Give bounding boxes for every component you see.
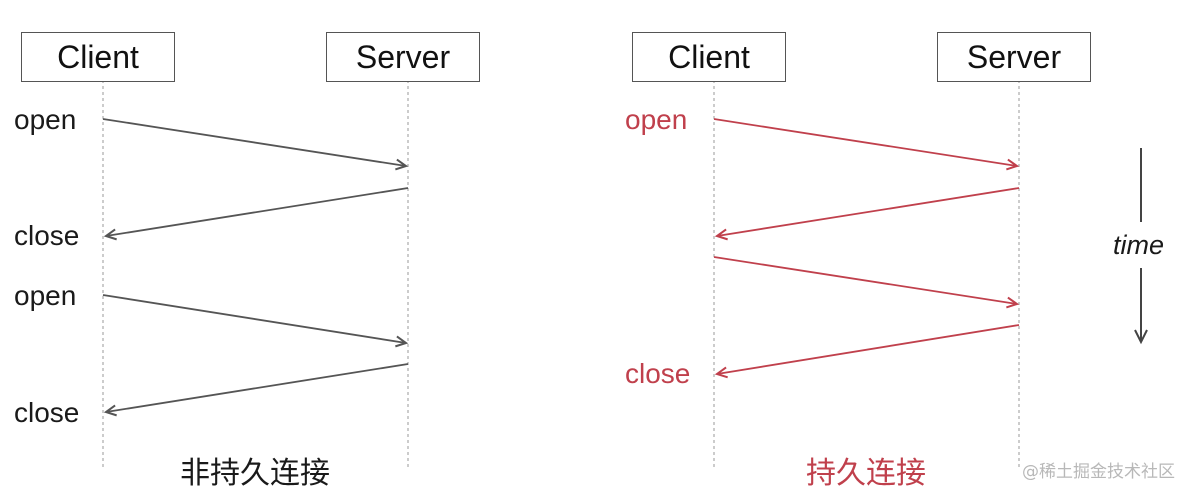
right-client-box: Client bbox=[632, 32, 786, 82]
right-caption: 持久连接 bbox=[806, 456, 926, 491]
left-open-label-1: open bbox=[14, 104, 77, 135]
left-request-arrow-1 bbox=[102, 118, 409, 171]
left-response-arrow-2 bbox=[103, 363, 409, 417]
left-close-label-1: close bbox=[14, 220, 80, 251]
right-open-label: open bbox=[625, 104, 688, 135]
left-server-box: Server bbox=[326, 32, 480, 82]
right-close-label: close bbox=[625, 358, 691, 389]
right-response-arrow-2 bbox=[714, 324, 1020, 379]
time-label: time bbox=[1113, 230, 1165, 260]
left-open-label-2: open bbox=[14, 280, 77, 311]
left-response-arrow-1 bbox=[103, 187, 409, 241]
right-request-arrow-2 bbox=[713, 256, 1020, 309]
watermark: @稀土掘金技术社区 bbox=[1022, 462, 1175, 482]
left-caption: 非持久连接 bbox=[180, 456, 330, 491]
right-response-arrow-1 bbox=[714, 187, 1020, 241]
right-server-label: Server bbox=[966, 38, 1062, 75]
right-client-label: Client bbox=[668, 38, 750, 75]
right-server-box: Server bbox=[937, 32, 1091, 82]
right-request-arrow-1 bbox=[713, 118, 1020, 171]
left-server-label: Server bbox=[355, 38, 451, 75]
left-client-box: Client bbox=[21, 32, 175, 82]
left-request-arrow-2 bbox=[102, 294, 409, 348]
left-close-label-2: close bbox=[14, 397, 80, 428]
left-client-label: Client bbox=[57, 38, 139, 75]
